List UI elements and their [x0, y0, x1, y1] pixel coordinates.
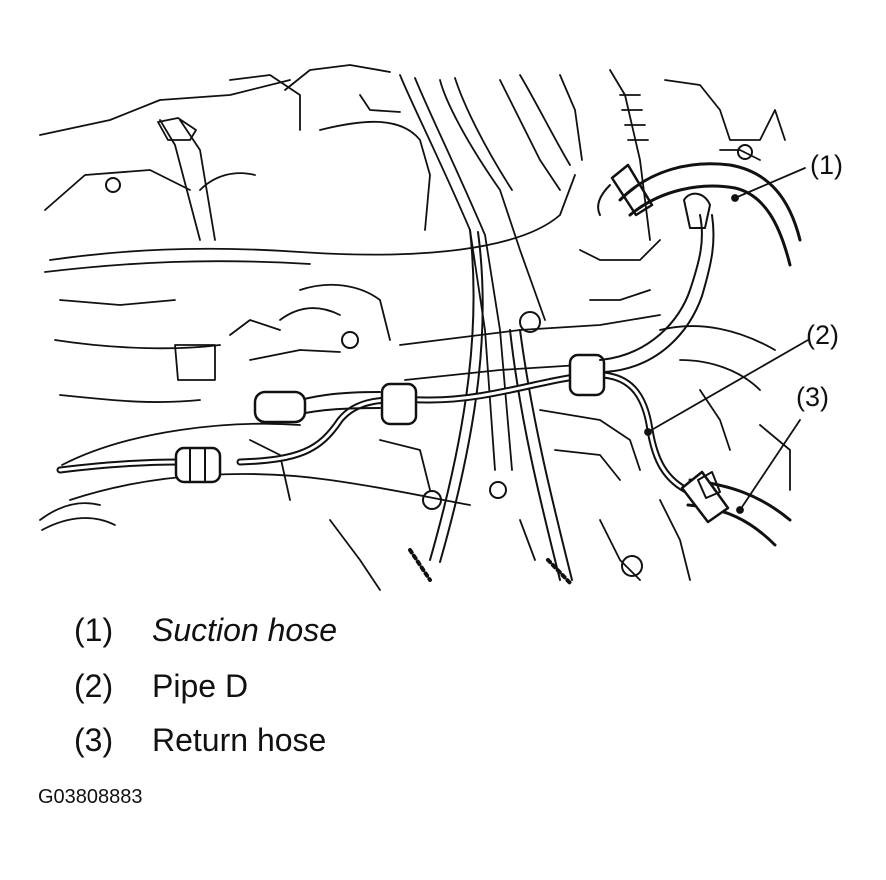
leader-dot: [736, 506, 744, 514]
bolt-head: [422, 490, 442, 510]
legend-number: (3): [74, 722, 114, 758]
bolt-head: [341, 331, 359, 349]
legend-text: Return hose: [152, 722, 327, 758]
return-hose: [680, 470, 792, 547]
figure-id: G03808883: [38, 786, 143, 808]
leader-dot: [644, 428, 652, 436]
legend-text: Pipe D: [152, 668, 249, 704]
bolt-head: [737, 144, 753, 160]
legend-item-pipe-d: (2) Pipe D: [74, 668, 248, 705]
leader-lines: [644, 167, 809, 514]
bolt-head: [621, 555, 643, 577]
legend-number: (1): [74, 612, 114, 648]
callout-3: (3): [796, 382, 829, 412]
pipe-d: [56, 192, 715, 496]
wiring-harness: [408, 229, 574, 587]
engine-background-lines: [39, 64, 791, 591]
legend-number: (2): [74, 668, 114, 704]
callout-1: (1): [810, 150, 843, 180]
suction-hose: [597, 162, 802, 267]
leader-dot: [731, 194, 739, 202]
bolt-head: [489, 481, 507, 499]
legend-text: Suction hose: [152, 612, 338, 648]
callout-2: (2): [806, 320, 839, 350]
bolt-head: [519, 311, 541, 333]
legend-item-suction-hose: (1) Suction hose: [74, 612, 337, 649]
bolt-head: [105, 177, 121, 193]
engine-bay-illustration: [39, 64, 809, 591]
legend-item-return-hose: (3) Return hose: [74, 722, 326, 759]
